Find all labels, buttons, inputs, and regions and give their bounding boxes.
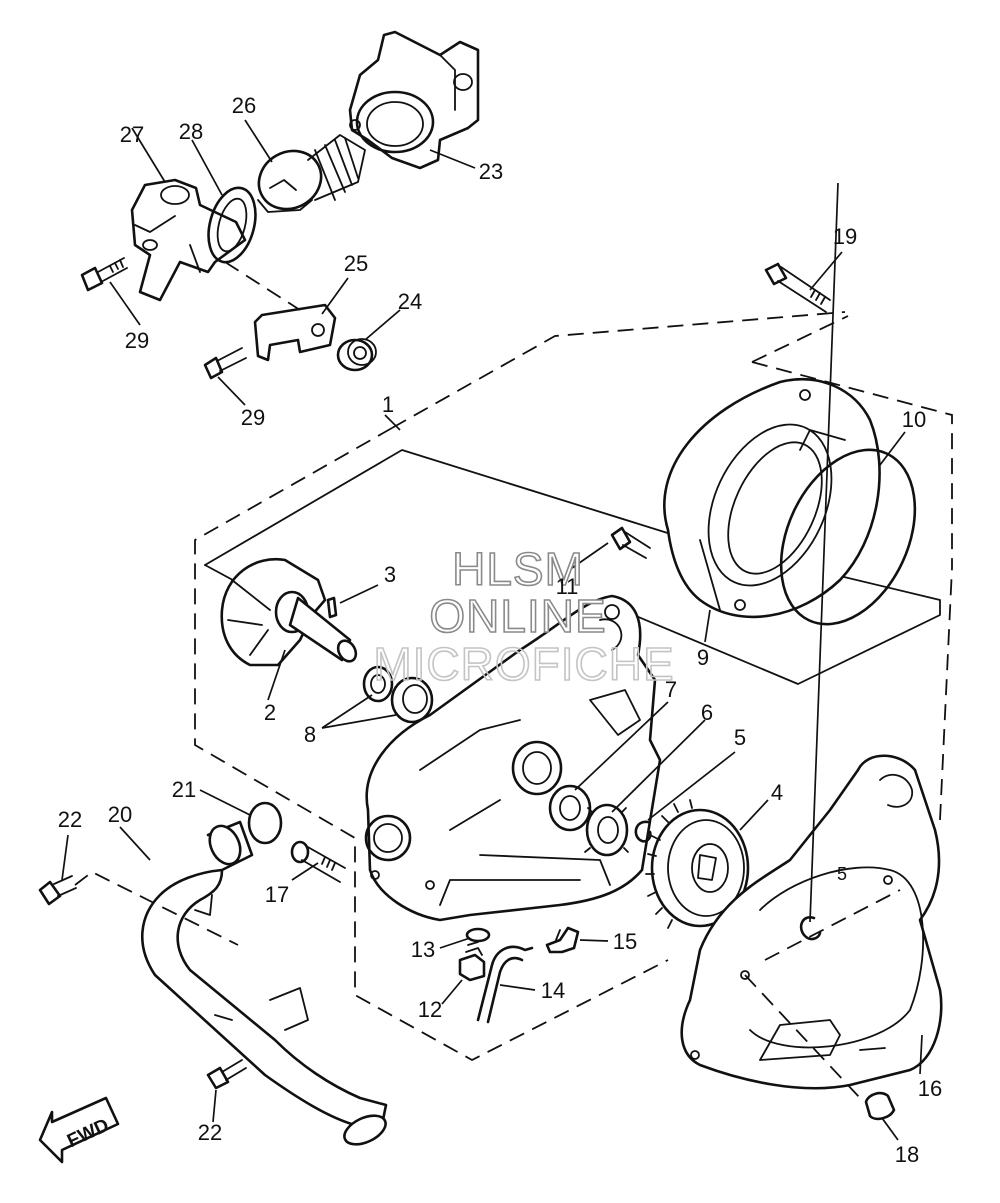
callout-29-lower[interactable]: 29 <box>241 405 265 430</box>
dowel-18[interactable] <box>864 1091 896 1121</box>
callout-21[interactable]: 21 <box>172 777 196 802</box>
callout-9[interactable]: 9 <box>697 645 709 670</box>
watermark-line-3: MICROFICHE <box>373 638 674 690</box>
callout-14[interactable]: 14 <box>541 978 565 1003</box>
callout-7[interactable]: 7 <box>665 677 677 702</box>
callout-8[interactable]: 8 <box>304 722 316 747</box>
alignment-lines <box>74 261 901 1099</box>
callout-12[interactable]: 12 <box>418 997 442 1022</box>
callout-16[interactable]: 16 <box>918 1076 942 1101</box>
seal-8b[interactable] <box>390 676 434 724</box>
callout-4[interactable]: 4 <box>771 780 783 805</box>
callout-6[interactable]: 6 <box>701 700 713 725</box>
impeller-shaft-2[interactable] <box>220 557 360 667</box>
gear-6[interactable] <box>584 803 629 857</box>
callout-2[interactable]: 2 <box>264 700 276 725</box>
callout-3[interactable]: 3 <box>384 562 396 587</box>
callout-10[interactable]: 10 <box>902 407 926 432</box>
watermark: HLSM ONLINE MICROFICHE <box>373 542 675 691</box>
o-ring-10[interactable] <box>755 428 942 645</box>
bracket-25[interactable] <box>253 303 337 362</box>
bolt-17[interactable] <box>290 840 346 883</box>
bolt-22-upper[interactable] <box>38 875 77 906</box>
callout-23[interactable]: 23 <box>479 159 503 184</box>
callout-11[interactable]: 11 <box>556 574 579 599</box>
callout-20[interactable]: 20 <box>108 802 132 827</box>
bolt-19[interactable] <box>764 262 831 313</box>
callout-13[interactable]: 13 <box>411 937 435 962</box>
pump-housing[interactable] <box>364 594 662 922</box>
bolt-29-upper[interactable] <box>80 257 128 292</box>
callout-28[interactable]: 28 <box>179 119 203 144</box>
callout-22-upper[interactable]: 22 <box>58 807 82 832</box>
callout-24[interactable]: 24 <box>398 289 422 314</box>
o-ring-21[interactable] <box>247 801 283 845</box>
callout-17[interactable]: 17 <box>265 882 289 907</box>
callout-29-upper[interactable]: 29 <box>125 328 149 353</box>
callout-labels: 1 2 3 4 5 5 6 7 8 9 10 11 12 13 14 15 16… <box>58 93 942 1167</box>
callout-5[interactable]: 5 <box>734 725 746 750</box>
hose-14[interactable] <box>476 945 534 1024</box>
pump-cover-9[interactable] <box>663 377 881 619</box>
thermostat-26[interactable] <box>248 134 366 220</box>
fitting-15[interactable] <box>545 926 580 954</box>
grommet-24[interactable] <box>336 338 377 372</box>
seal-8a[interactable] <box>362 665 394 703</box>
callout-27[interactable]: 27 <box>120 122 144 147</box>
bolt-11[interactable] <box>610 526 651 559</box>
callout-5-gasket[interactable]: 5 <box>837 864 847 884</box>
pin-3[interactable] <box>326 596 338 619</box>
gasket-28[interactable] <box>201 183 263 268</box>
washer-13[interactable] <box>465 927 491 943</box>
callout-15[interactable]: 15 <box>613 929 637 954</box>
watermark-line-2: ONLINE <box>429 590 606 642</box>
pipe-20[interactable] <box>141 820 390 1150</box>
bolt-29-lower[interactable] <box>203 347 247 380</box>
callout-18[interactable]: 18 <box>895 1142 919 1167</box>
leader-lines <box>61 119 923 1141</box>
gasket-16[interactable] <box>680 754 943 1090</box>
clip-5[interactable] <box>634 820 652 843</box>
callout-26[interactable]: 26 <box>232 93 256 118</box>
thermostat-cover-27[interactable] <box>130 178 247 302</box>
drain-bolt-12[interactable] <box>458 941 486 982</box>
callout-25[interactable]: 25 <box>344 251 368 276</box>
watermark-line-1: HLSM <box>452 543 584 595</box>
thermostat-housing-23[interactable] <box>348 30 480 170</box>
callout-1[interactable]: 1 <box>382 392 394 417</box>
callout-22-lower[interactable]: 22 <box>198 1120 222 1145</box>
clip-5-on-gasket[interactable] <box>799 916 822 941</box>
drive-gear-4[interactable] <box>645 799 750 929</box>
fwd-arrow-icon: FWD <box>38 1096 120 1164</box>
callout-19[interactable]: 19 <box>833 224 857 249</box>
bolt-22-lower[interactable] <box>206 1059 247 1090</box>
